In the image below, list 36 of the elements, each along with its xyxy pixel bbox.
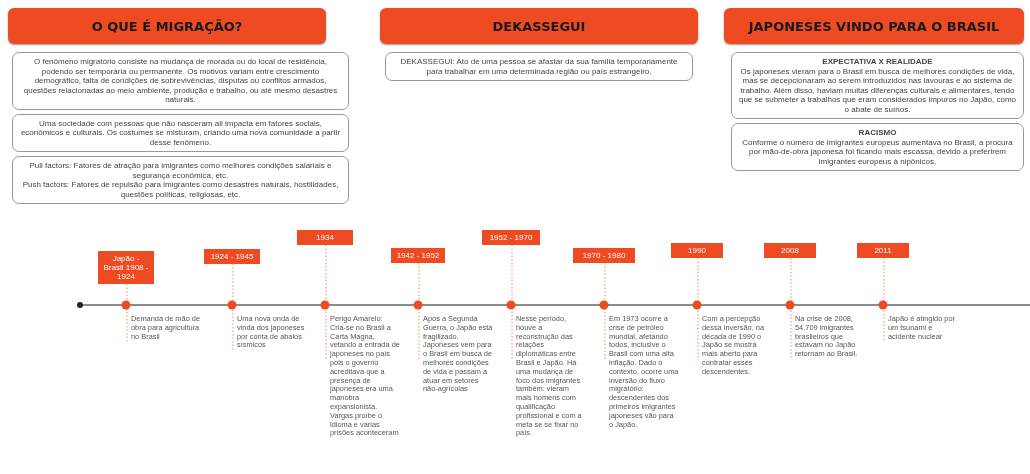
date-tag: 2011 [857,243,909,258]
date-tag: Japão - Brasil 1908 - 1924 [98,251,154,284]
date-tag: 1924 - 1945 [204,249,260,264]
section-header: O QUE É MIGRAÇÃO? [8,8,326,44]
dotted-connector [604,262,606,361]
card-text: Conforme o número de imigrantes europeus aumentava no Brasil, a procura por mão-de-obra japonesa foi ficando mais escassa, devido a preferirem imigrantes europeus à nipônicos. [741,137,1014,166]
text-card [12,113,349,152]
dotted-connector [790,257,792,360]
text-card [731,52,1024,119]
card-heading: RACISMO [857,128,898,138]
dotted-connector [511,244,513,361]
section-header: JAPONESES VINDO PARA O BRASIL [724,8,1024,44]
card-text: Uma sociedade com pessoas que não nasceram ali impacta em fatores sociais, econômicos e culturais. Os costumes se misturam, criando uma nova comunidade a partir desse fenômeno. [19,118,342,147]
date-tag: 1952 - 1970 [482,230,540,245]
card-text: Os japoneses vieram para o Brasil em busca de melhores condições de vida, mas se decepcionaram ao serem introduzidos nas lavouras e ao sistema de trabalho. Além disso, haviam muitas diferenças culturais e alimentares, tendo que se submeter a trabalhos que eram considerados impuros no Japão, como o abate de suínos. [738,66,1017,114]
dotted-connector [232,263,234,351]
text-card [12,156,349,204]
text-card [385,52,693,81]
date-tag: 1990 [671,243,723,258]
card-text: Pull factors: Fatores de atração para imigrantes como melhores condições salariais e segurança econômica, etc. [28,161,333,180]
dotted-connector [697,257,699,361]
card-text: O fenômeno migratório consiste na mudança de morada ou do local de residência, podendo ser temporária ou permanente. Os motivos variam entre crescimento demográfico, falta de condições de sobrevivências, disputas ou conflitos armados, questões relacionadas ao meio ambiente, produção e trabalho, ou até mesmo desastres naturais. [22,57,339,105]
text-card [12,52,349,110]
dotted-connector [325,244,327,361]
date-tag: 1942 - 1952 [391,248,445,263]
dotted-connector [883,257,885,342]
date-tag: 1970 - 1980 [573,248,635,263]
card-heading: EXPECTATIVA X REALIDADE [821,57,934,67]
dotted-connector [126,283,128,342]
card-text: DEKASSEGUI: Ato de uma pessoa se afastar da sua família temporariamente para trabalhar em uma determinada região ou país estrangeiro. [399,57,679,76]
card-text: Push factors: Fatores de repulsão para imigrantes como desastres naturais, hostilidades, questões políticas, religiosas, etc. [21,180,340,199]
section-header: DEKASSEGUI [380,8,698,44]
date-tag: 1934 [297,230,353,245]
date-tag: 2008 [764,243,816,258]
dotted-connector [418,262,420,361]
text-card [731,123,1024,171]
